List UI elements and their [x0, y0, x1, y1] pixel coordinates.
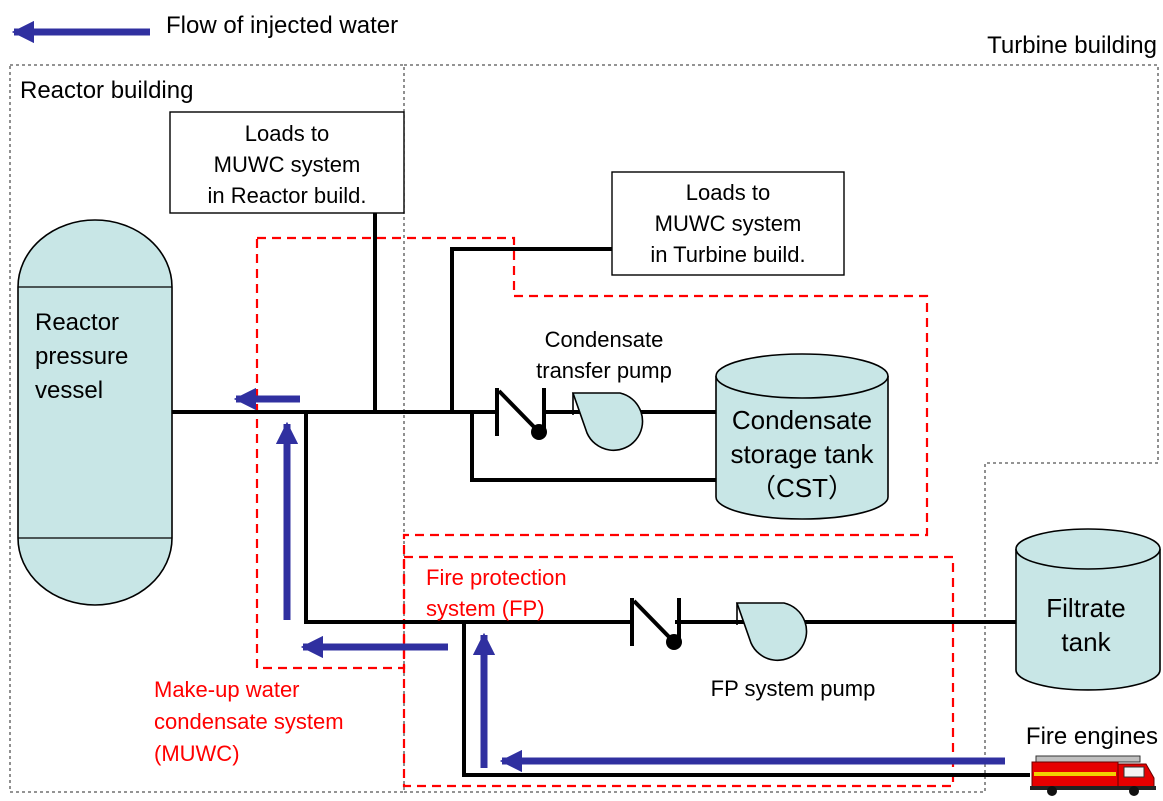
- muwc-fp-connection-pipe: [304, 412, 632, 624]
- fire-engine-bumper: [1030, 786, 1156, 790]
- flow-arrows: [11, 20, 1005, 773]
- fire-engine-pipe: [462, 622, 1030, 777]
- muwc-label-3: (MUWC): [154, 741, 240, 766]
- reactor-pressure-vessel: Reactor pressure vessel: [17, 219, 173, 606]
- fp-system-label-2: system (FP): [426, 596, 545, 621]
- loads-turbine-frame: [611, 171, 845, 276]
- fp-check-valve-flap: [632, 599, 675, 643]
- cst-label-2: storage tank: [730, 439, 874, 469]
- loads-reactor-frame: [169, 111, 405, 214]
- condensate-pump-label-1: Condensate: [545, 327, 664, 352]
- reactor-building-outline: [9, 64, 405, 793]
- cst-bypass-pipe: [470, 412, 716, 482]
- loads-turbine-line-1: Loads to: [686, 180, 770, 205]
- loads-turbine-line-3: in Turbine build.: [650, 242, 805, 267]
- filtrate-tank: Filtrate tank: [1015, 528, 1161, 691]
- rpv-label-1: Reactor: [35, 309, 119, 336]
- filtrate-tank-label-2: tank: [1061, 627, 1111, 657]
- muwc-system-boundary: [255, 236, 929, 670]
- condensate-pump-body: [571, 392, 644, 452]
- muwc-label-2: condensate system: [154, 709, 344, 734]
- loads-reactor-line-3: in Reactor build.: [208, 183, 367, 208]
- fire-engine-stripe: [1034, 772, 1116, 776]
- cst-top: [715, 353, 889, 399]
- condensate-check-valve-hinge: [531, 424, 547, 440]
- fp-system-boundary: [402, 555, 955, 788]
- fp-check-valve-hinge: [666, 634, 682, 650]
- rpv-body: [17, 219, 173, 606]
- building-outlines: [9, 64, 1159, 793]
- fire-engines-label: Fire engines: [1026, 723, 1158, 750]
- loads-turbine-line-2: MUWC system: [655, 211, 802, 236]
- rpv-label-3: vessel: [35, 377, 103, 404]
- turbine-loads-pipe: [450, 247, 612, 412]
- condensate-storage-tank: Condensate storage tank （CST）: [715, 353, 889, 520]
- system-boundaries: [255, 236, 955, 788]
- legend-flow-label: Flow of injected water: [166, 12, 398, 39]
- turbine-building-outline: [404, 64, 1159, 793]
- reactor-building-label: Reactor building: [20, 77, 193, 104]
- condensate-check-valve-flap: [497, 389, 540, 433]
- check-valve-icon: [495, 388, 547, 440]
- loads-reactor-line-2: MUWC system: [214, 152, 361, 177]
- loads-turbine-box: Loads to MUWC system in Turbine build.: [611, 171, 845, 276]
- rpv-label-2: pressure: [35, 343, 128, 370]
- muwc-label-1: Make-up water: [154, 677, 300, 702]
- loads-reactor-line-1: Loads to: [245, 121, 329, 146]
- fp-system-label-1: Fire protection: [426, 565, 567, 590]
- fire-engine-window: [1123, 766, 1145, 778]
- filtrate-tank-body: [1015, 549, 1161, 691]
- cst-label-1: Condensate: [732, 405, 872, 435]
- check-valve-icon: [630, 598, 682, 650]
- fire-engine-wheel-front: [1129, 786, 1139, 796]
- fp-pump-body: [735, 602, 808, 662]
- centrifugal-pump-icon: [571, 392, 644, 452]
- fp-pump-label: FP system pump: [711, 676, 876, 701]
- filtrate-tank-label-1: Filtrate: [1046, 593, 1125, 623]
- cst-body: [715, 376, 889, 520]
- cst-label-3: （CST）: [750, 473, 854, 503]
- filtrate-tank-top: [1015, 528, 1161, 570]
- condensate-pump-label-2: transfer pump: [536, 358, 672, 383]
- fire-engine-ladder: [1035, 755, 1141, 763]
- turbine-building-label: Turbine building: [987, 32, 1157, 59]
- fire-engine-icon: [1030, 755, 1156, 796]
- centrifugal-pump-icon: [735, 602, 808, 662]
- fire-engine-wheel-rear: [1047, 786, 1057, 796]
- loads-reactor-box: Loads to MUWC system in Reactor build.: [169, 111, 405, 214]
